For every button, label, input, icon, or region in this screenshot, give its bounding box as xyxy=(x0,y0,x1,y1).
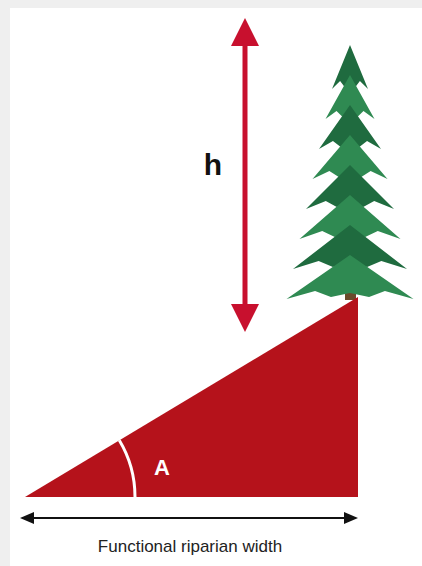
height-label: h xyxy=(204,150,222,180)
tree-branch-tier xyxy=(287,255,414,299)
width-arrow-head xyxy=(344,512,358,524)
width-label: Functional riparian width xyxy=(98,538,282,555)
height-arrow-head xyxy=(231,304,259,332)
angle-arc xyxy=(119,440,135,497)
slope-triangle xyxy=(25,297,358,497)
angle-label: A xyxy=(154,457,170,479)
spruce-tree xyxy=(287,45,414,300)
height-arrow-head xyxy=(231,18,259,46)
height-arrow-shaft xyxy=(243,40,248,308)
width-arrow-shaft xyxy=(32,517,346,519)
width-arrow-head xyxy=(20,512,34,524)
